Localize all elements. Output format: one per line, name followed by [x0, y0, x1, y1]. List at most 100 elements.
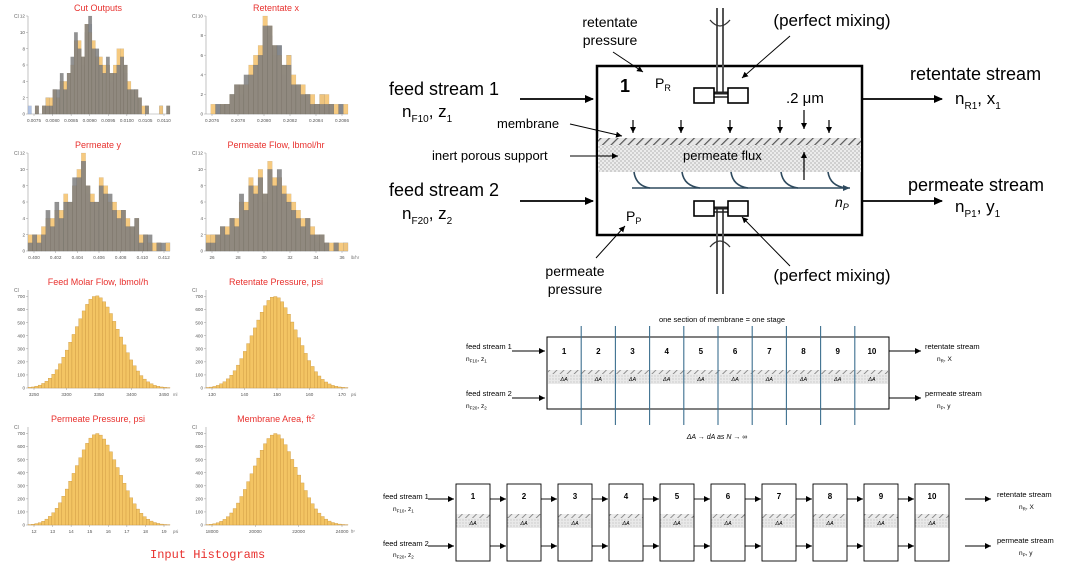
stage-number: 10	[928, 492, 937, 501]
y-tick-label: 0	[22, 386, 25, 391]
histogram-bar	[232, 370, 237, 389]
bot-feed2-label: feed stream 2	[383, 539, 429, 548]
histogram-bar	[283, 307, 288, 389]
histogram-bar	[98, 297, 103, 389]
stage-number: 6	[733, 347, 738, 356]
histogram-bar	[84, 23, 89, 115]
histogram-bar	[54, 369, 59, 389]
histogram-bar	[215, 385, 220, 389]
histogram-bar	[283, 444, 288, 526]
permeate-pressure-symbol: PP	[626, 208, 641, 226]
histogram-bar	[293, 329, 298, 389]
histogram-bar	[270, 297, 274, 389]
x-tick-label: 24000	[336, 529, 349, 534]
delta-a-label: ΔA	[594, 377, 603, 383]
histogram-bar	[297, 474, 301, 526]
histogram-bar	[81, 449, 86, 526]
x-tick-label: 0.400	[28, 255, 40, 260]
histogram-bar	[333, 104, 339, 115]
histogram-bar	[68, 481, 73, 526]
x-axis-unit: ft²	[351, 529, 355, 534]
mid-retentate-label: retentate stream	[925, 342, 980, 351]
histogram-bar	[112, 321, 117, 389]
histogram-bar	[58, 218, 64, 252]
membrane-layer	[598, 138, 861, 145]
stage-number: 4	[664, 347, 669, 356]
histogram-bar	[243, 351, 247, 389]
stage-number: 3	[630, 347, 635, 356]
histogram-bar	[68, 342, 73, 389]
histogram-bar	[286, 313, 291, 389]
histogram-bar	[246, 343, 251, 389]
delta-a-label: ΔA	[519, 521, 528, 527]
histogram-bar	[262, 193, 268, 252]
histogram-bar	[276, 45, 282, 115]
histogram-bar	[81, 310, 86, 389]
histogram-bar	[139, 513, 144, 526]
bot-feed1-comp: nF10, z1	[393, 506, 414, 514]
histogram-bar	[31, 524, 35, 526]
histogram-bar	[210, 242, 216, 252]
histogram-bar	[286, 64, 292, 115]
histogram-bar	[78, 318, 83, 389]
histogram-bar	[328, 104, 334, 115]
histogram-bar	[286, 201, 292, 252]
histogram-bar	[88, 298, 93, 389]
x-tick-label: 12	[31, 529, 37, 534]
histogram-bar	[210, 104, 216, 115]
histogram-bar	[121, 209, 126, 252]
histogram-bar	[281, 193, 287, 252]
stage-number: 9	[835, 347, 840, 356]
histogram-bar	[81, 160, 86, 252]
permeate-composition: nP1, y1	[955, 197, 1001, 220]
histogram-bar	[85, 185, 91, 252]
histogram-bar	[215, 104, 221, 115]
stage-membrane	[813, 514, 847, 518]
histogram-bar	[205, 387, 210, 389]
histogram-bar	[108, 451, 113, 526]
histogram-bar	[89, 201, 95, 252]
histogram-bar	[303, 353, 308, 389]
histogram-bar	[58, 363, 62, 389]
histogram-bar	[272, 45, 278, 115]
histogram-bar	[341, 524, 345, 526]
delta-a-label: ΔA	[799, 377, 808, 383]
histogram-bar	[267, 25, 273, 115]
histogram-bar	[239, 496, 244, 526]
histogram-bar	[125, 226, 131, 252]
mid-permeate-comp: nP, y	[937, 403, 951, 411]
feed2-composition: nF20, z2	[402, 204, 453, 227]
histogram-bar	[115, 329, 120, 389]
histogram-bar	[41, 234, 46, 252]
histogram-bar	[307, 360, 311, 389]
histograms-caption: Input Histograms	[150, 548, 266, 562]
histogram-bar	[166, 105, 171, 115]
x-tick-label: 0.2084	[309, 118, 323, 123]
histogram-bar	[136, 370, 140, 389]
y-tick-label: 400	[195, 470, 203, 475]
histogram-bar	[156, 242, 162, 252]
histogram-bar	[263, 443, 268, 526]
delta-a-label: ΔA	[833, 377, 842, 383]
stage-number: 1	[471, 492, 476, 501]
histogram-bar	[119, 475, 123, 526]
histogram-bar	[290, 459, 295, 526]
permeate-stream-label: permeate stream	[908, 175, 1044, 195]
histogram-bar	[337, 523, 342, 526]
bot-permeate-label: permeate stream	[997, 536, 1054, 545]
y-tick-label: 4	[200, 216, 203, 221]
histogram-bar	[163, 387, 167, 389]
mid-feed2-label: feed stream 2	[466, 389, 512, 398]
histogram-bar	[290, 321, 295, 389]
histogram-bar	[27, 242, 33, 252]
histogram-bar	[234, 226, 240, 252]
histogram-title: Permeate Pressure, psi	[51, 414, 145, 424]
x-tick-label: 32	[287, 255, 293, 260]
histogram-bar	[229, 94, 235, 115]
histogram-bar	[94, 201, 100, 252]
histogram-bar	[127, 89, 132, 115]
permeate-pressure-label-1: permeate	[545, 263, 604, 279]
stage-number: 10	[867, 347, 876, 356]
histogram-bar	[343, 104, 349, 115]
histogram-bar	[129, 359, 133, 389]
